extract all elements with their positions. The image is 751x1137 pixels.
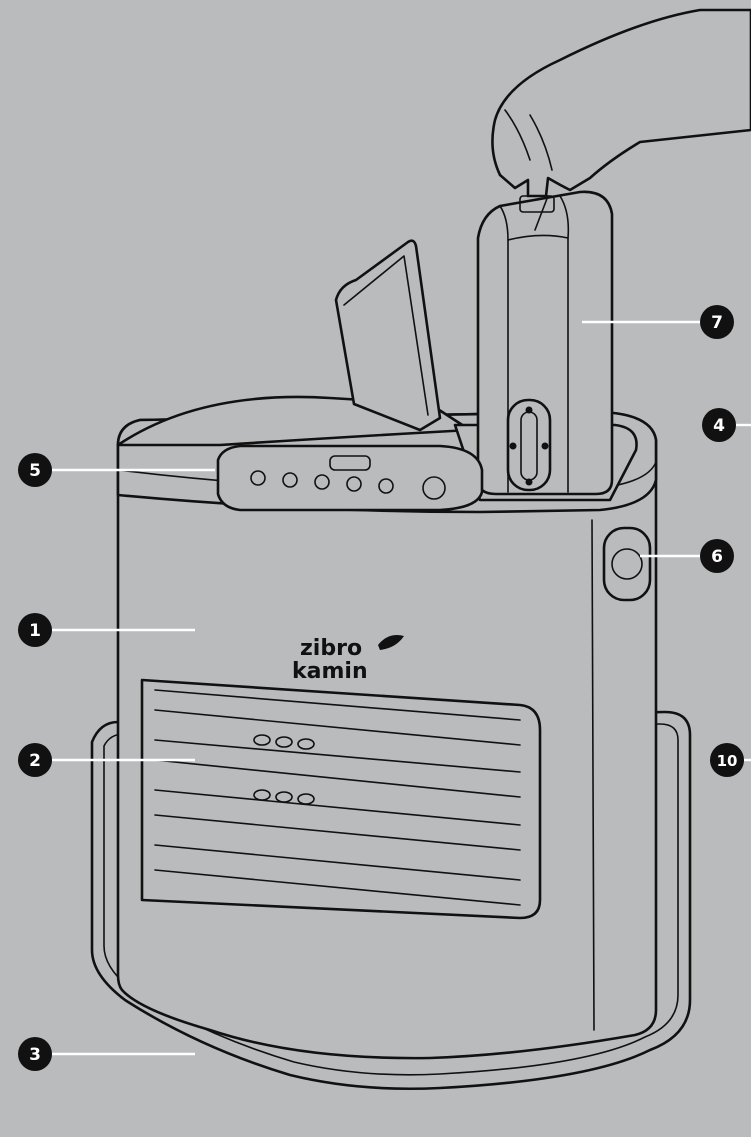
callout-5-circle bbox=[18, 453, 52, 487]
grille-frame bbox=[140, 678, 542, 920]
logo-leaf-icon bbox=[378, 635, 404, 650]
grille-slat-6 bbox=[154, 814, 521, 851]
callout-3-label: 3 bbox=[29, 1045, 41, 1065]
callout-7-circle bbox=[700, 305, 734, 339]
callout-4: 4 bbox=[702, 408, 736, 442]
lid-inner-edge bbox=[343, 255, 429, 416]
grille-knob-6 bbox=[297, 793, 315, 805]
logo-line1: zibro bbox=[300, 636, 362, 661]
callout-10-circle bbox=[710, 743, 744, 777]
grille-slat-2 bbox=[154, 709, 521, 746]
hand-shape bbox=[491, 8, 751, 198]
callout-1-circle bbox=[18, 613, 52, 647]
fuel-lid-open bbox=[334, 239, 442, 432]
callout-3-circle bbox=[18, 1037, 52, 1071]
tank-gauge bbox=[506, 398, 552, 492]
hand bbox=[491, 8, 751, 231]
fuel-tank bbox=[476, 190, 614, 496]
callout-1: 1 bbox=[18, 613, 52, 647]
control-panel bbox=[216, 444, 484, 512]
side-knob-housing bbox=[602, 526, 652, 602]
control-button-5 bbox=[378, 478, 394, 494]
gauge-dot-left bbox=[509, 442, 517, 450]
finger-line-1 bbox=[504, 109, 531, 161]
side-knob-dial bbox=[611, 548, 643, 580]
lid-panel bbox=[334, 239, 442, 432]
callout-2-circle bbox=[18, 743, 52, 777]
finger-line-2 bbox=[529, 114, 553, 171]
callout-3: 3 bbox=[18, 1037, 52, 1071]
grille-slat-4 bbox=[154, 759, 521, 798]
callout-5: 5 bbox=[18, 453, 52, 487]
callout-2: 2 bbox=[18, 743, 52, 777]
callout-5-label: 5 bbox=[29, 461, 41, 481]
control-button-3 bbox=[314, 474, 330, 490]
callout-7: 7 bbox=[700, 305, 734, 339]
callout-6-label: 6 bbox=[711, 547, 723, 567]
grille-slat-7 bbox=[154, 844, 521, 881]
side-knob bbox=[602, 526, 652, 602]
callout-10: 10 bbox=[710, 743, 744, 777]
callout-6: 6 bbox=[700, 539, 734, 573]
callout-2-label: 2 bbox=[29, 751, 41, 771]
grille-slat-1 bbox=[154, 689, 521, 721]
grille-knob-5 bbox=[275, 791, 293, 803]
gauge-dot-right bbox=[541, 442, 549, 450]
grille-slat-8 bbox=[154, 869, 521, 906]
callout-6-circle bbox=[700, 539, 734, 573]
control-button-1 bbox=[250, 470, 266, 486]
grille-knob-4 bbox=[253, 789, 271, 801]
gauge-dot-bottom bbox=[525, 478, 533, 486]
grille-knob-1 bbox=[253, 734, 271, 746]
grille-knob-3 bbox=[297, 738, 315, 750]
brand-logo: zibro kamin bbox=[292, 635, 404, 684]
control-display bbox=[329, 455, 371, 471]
callout-7-label: 7 bbox=[711, 313, 723, 333]
callout-10-label: 10 bbox=[717, 752, 738, 770]
leader-lines bbox=[52, 320, 751, 1056]
side-seam bbox=[591, 519, 595, 1031]
control-button-4 bbox=[346, 476, 362, 492]
grille-slat-3 bbox=[154, 739, 521, 773]
callout-4-label: 4 bbox=[713, 416, 725, 436]
gauge-dot-top bbox=[525, 406, 533, 414]
front-grille bbox=[140, 678, 542, 920]
grille-knob-2 bbox=[275, 736, 293, 748]
handle-strap bbox=[534, 195, 549, 231]
callout-4-circle bbox=[702, 408, 736, 442]
control-button-2 bbox=[282, 472, 298, 488]
control-button-power bbox=[422, 476, 446, 500]
logo-line2: kamin bbox=[292, 659, 368, 684]
tank-top-edge bbox=[507, 234, 569, 241]
grille-slat-5 bbox=[154, 789, 521, 826]
callout-1-label: 1 bbox=[29, 621, 41, 641]
